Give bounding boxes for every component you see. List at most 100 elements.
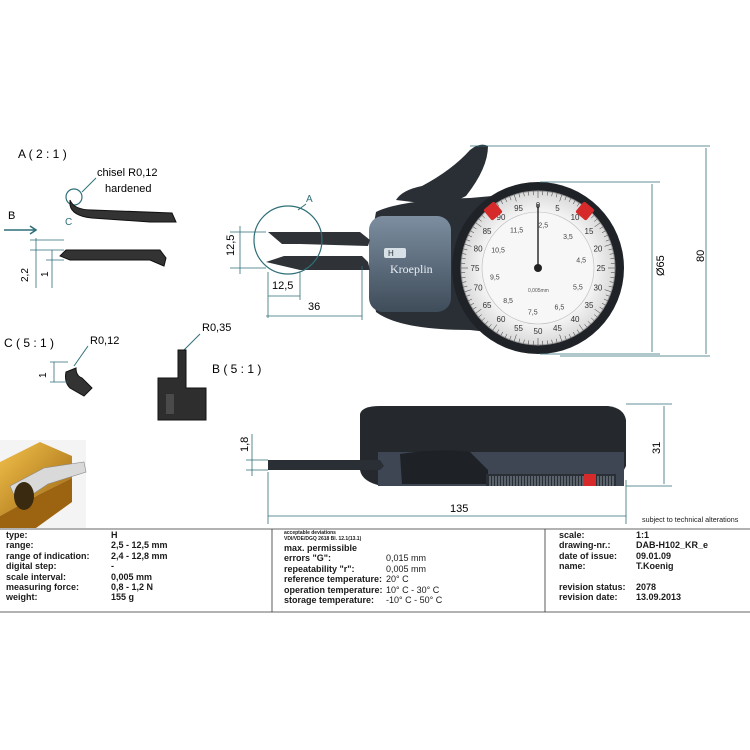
dial-outer-label: 65 [483,301,492,310]
lower-jaw-tip [59,249,167,267]
spec-value: 155 g [111,592,135,603]
dial-tick [463,248,468,251]
spec-key: date of issue: [559,550,618,561]
dial-tick [546,191,548,196]
dial-tick [464,289,472,293]
dial-tick [605,239,610,242]
spec-value: 0,005 mm [111,571,153,582]
dial-outer-label: 70 [474,283,483,292]
dial-inner-label: 7,5 [528,310,538,317]
spec-row [559,572,749,582]
side-jaw [268,460,384,470]
dial-tick [523,339,525,344]
spec-value: 1:1 [636,530,650,540]
dial-tick [576,329,580,334]
dial-tick [513,334,517,342]
spec-key: operation temperature: [284,584,383,595]
spec-key: max. permissible [284,543,358,553]
dial-tick [466,294,471,297]
leader-line [81,177,97,193]
brand-panel [369,216,451,312]
dial-tick [496,202,500,207]
dial-tick [500,331,504,336]
dial-inner-label: 5,5 [573,285,583,292]
cutaway-illustration [0,440,87,528]
spec-row: range:2,5 - 12,5 mm [6,540,268,550]
detail-a-circle [253,205,323,275]
dial-tick [488,324,492,328]
spec-key: repeatability "r": [284,563,355,574]
spec-value: 13.09.2013 [636,592,682,603]
dial-tick [555,193,558,198]
spec-key: revision status: [559,581,626,592]
spec-key: storage temperature: [284,594,375,605]
dial-outer-label: 45 [553,324,562,333]
spec-key: scale: [559,530,585,540]
dial-tick [609,253,614,255]
dial-tick [504,333,508,338]
detail-b-title: B ( 5 : 1 ) [212,362,261,376]
dial-tick [481,215,485,219]
dial-tick [551,339,553,344]
dial-tick [468,234,473,238]
dial-tick [492,324,498,331]
detail-c: C ( 5 : 1 ) R0,12 1 [4,335,119,397]
dial-tick [504,198,508,203]
spec-key: revision date: [559,592,618,603]
spec-value: 10° C - 30° C [386,584,440,595]
dial-tick [478,218,482,222]
dial-tick [609,281,614,283]
spec-value: 0,8 - 1,2 N [111,581,154,592]
detail-a-title: A ( 2 : 1 ) [18,147,67,161]
spec-row: date of issue:09.01.09 [559,551,749,561]
detail-b-radius: R0,35 [202,322,231,334]
spec-value: 2,4 - 12,8 mm [111,550,168,561]
front-dims [230,145,710,357]
dial-tick [604,289,612,293]
dial-tick [466,239,471,242]
spec-row: range of indication:2,4 - 12,8 mm [6,551,268,561]
dial-outer-label: 75 [471,264,480,273]
dial-outer-label: 10 [571,213,580,222]
dial-outer-label: 20 [593,245,602,254]
dial-tick [475,222,482,228]
dial-tick [485,321,489,325]
spec-row: type:H [6,530,268,540]
dim-135: 135 [450,503,468,515]
dial-inner-scale: 2,53,54,55,56,57,58,59,510,511,5 [490,222,586,316]
dial-tick [591,215,595,219]
spec-key: type: [6,530,28,540]
dial-tick [551,192,553,197]
dial-inner-label: 4,5 [576,258,586,265]
dim-31: 31 [651,442,663,454]
spec-row: drawing-nr.:DAB-H102_KR_e [559,540,749,550]
spec-row: name:T.Koenig [559,561,749,571]
spec-value: 2,5 - 12,5 mm [111,540,168,551]
dial-outer-label: 60 [497,315,506,324]
dial-tick [559,194,563,202]
front-view: Kroeplin H A 051015202530354045505560657… [225,144,710,357]
dial-tick [464,243,472,247]
spec-row: scale interval: 0,005 mm [6,572,268,582]
dial-outer-label: 85 [483,227,492,236]
detail-c-tip [65,367,93,397]
detail-b-jaw [157,349,207,421]
dial-tick [513,194,517,202]
needle-hub [534,264,542,272]
spec-key: drawing-nr.: [559,540,611,551]
spec-key: scale interval: [6,571,67,582]
spec-key: digital step: [6,561,57,572]
dial-tick [462,253,467,255]
spec-row: repeatability "r":0,005 mm [284,564,542,574]
dial-tick [601,302,606,306]
dial-tick [591,317,595,321]
dial-tick [500,200,504,205]
dial-tick [528,340,530,345]
dial-tick [568,333,572,338]
dial-tick [461,258,466,260]
spec-value: T.Koenig [636,561,674,572]
upper-jaw-tip [69,199,177,223]
dial-tick [509,196,512,201]
spec-key: errors "G": [284,553,332,564]
side-view: 1,8 31 135 [239,403,672,524]
